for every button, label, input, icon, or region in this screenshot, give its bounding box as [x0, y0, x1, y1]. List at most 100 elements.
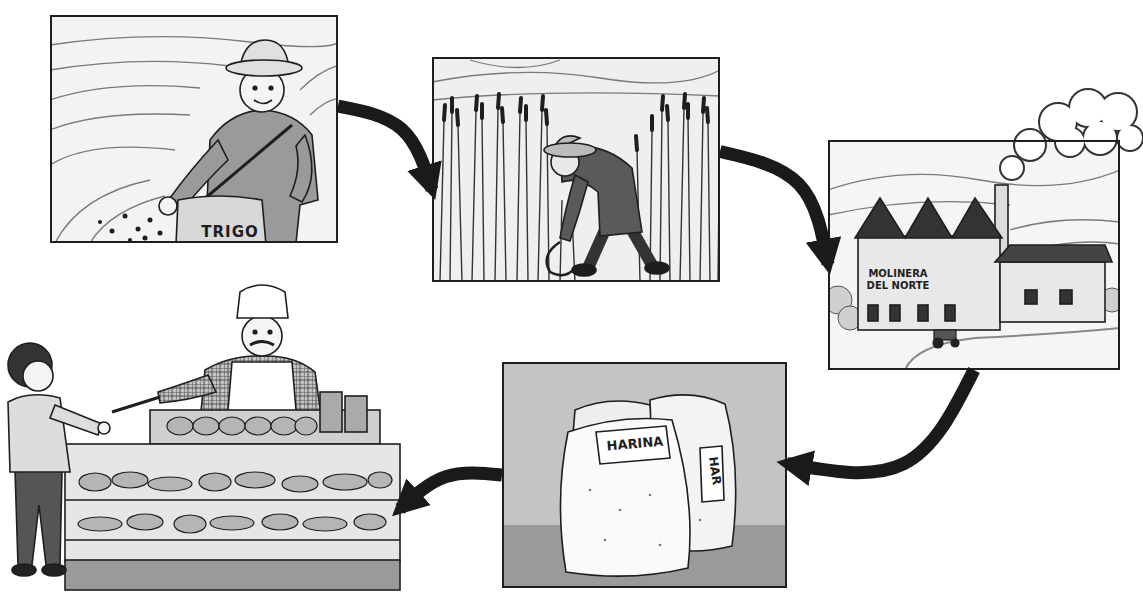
seeds	[158, 231, 163, 236]
child-figure	[42, 564, 66, 576]
factory-building	[868, 305, 878, 321]
child-figure	[50, 405, 102, 435]
seeds	[98, 220, 102, 224]
baker-figure	[250, 342, 274, 346]
sack-texture	[619, 509, 622, 512]
breads	[193, 417, 219, 435]
factory-building	[1000, 262, 1105, 322]
field-furrows	[310, 98, 338, 115]
breads	[245, 417, 271, 435]
farmer-figure	[226, 60, 302, 76]
mill-scene	[828, 140, 1120, 370]
smoke-cloud	[1118, 126, 1142, 150]
wheat-heads	[444, 94, 720, 150]
wheat-stalks	[440, 108, 720, 282]
sack-texture	[659, 544, 662, 547]
breads	[295, 417, 317, 435]
factory-building	[918, 305, 928, 321]
factory-building	[995, 245, 1112, 262]
bakery-counter	[65, 392, 400, 590]
harvester-figure	[645, 262, 669, 274]
sack-texture	[699, 519, 702, 522]
breads	[235, 472, 275, 488]
seeds	[110, 229, 115, 234]
sack-texture	[589, 489, 702, 547]
hills	[828, 170, 1120, 190]
tractor	[933, 330, 959, 348]
breads	[354, 514, 386, 530]
bakery-counter	[320, 392, 342, 432]
breads	[112, 472, 148, 488]
factory-building	[945, 305, 955, 321]
harvest-scene	[432, 57, 720, 282]
factory-building	[855, 185, 1112, 330]
bakery-counter	[65, 500, 400, 540]
hills	[828, 170, 1120, 250]
bakery-counter	[65, 560, 400, 590]
farmer-figure	[253, 86, 257, 90]
baker-figure	[112, 285, 322, 422]
factory-sign: MOLINERA DEL NORTE	[866, 268, 930, 291]
flour-sacks	[560, 419, 690, 577]
flour-sacks	[596, 426, 670, 464]
smoke-cloud	[1001, 90, 1142, 179]
baker-figure	[253, 330, 257, 334]
hills	[432, 70, 720, 83]
field-furrows	[90, 196, 165, 243]
field-furrows	[55, 180, 150, 243]
harvester-figure	[632, 230, 652, 265]
breads	[210, 516, 254, 530]
breads	[219, 417, 245, 435]
bag-label: TRIGO	[198, 224, 262, 241]
flour-panel: HARINAHAR	[502, 362, 787, 588]
child-figure	[98, 422, 110, 434]
hills	[432, 60, 720, 100]
smoke-cloud	[1056, 128, 1084, 156]
factory-building	[1060, 290, 1072, 304]
seeds	[143, 236, 148, 241]
seeds	[148, 218, 153, 223]
bakery-scene	[8, 285, 400, 590]
smoke-cloud	[1056, 128, 1084, 156]
road	[905, 328, 1120, 370]
farmer-figure	[254, 100, 272, 104]
hills	[470, 60, 560, 68]
field-furrows	[50, 86, 200, 100]
child-figure	[8, 343, 110, 576]
factory-building	[855, 198, 1002, 238]
flow-arrow	[787, 370, 974, 473]
baker-figure	[237, 285, 288, 318]
harvester-figure	[560, 175, 588, 241]
harvester-figure	[572, 264, 596, 276]
farmer-figure	[176, 196, 266, 243]
child-figure	[12, 564, 36, 576]
smoke-cloud	[1001, 157, 1023, 179]
factory-building	[890, 305, 900, 321]
bakery-counter	[345, 396, 367, 432]
hills	[1010, 220, 1120, 230]
mill-panel: MOLINERA DEL NORTE	[828, 140, 1120, 370]
breads	[262, 514, 298, 530]
sowing-scene	[50, 15, 338, 243]
smoke-cloud	[1015, 130, 1045, 160]
breads	[303, 517, 347, 531]
breads	[282, 476, 318, 492]
child-figure	[23, 361, 53, 391]
breads	[368, 472, 392, 488]
sack-texture	[604, 539, 607, 542]
harvester-figure	[547, 242, 575, 275]
farmer-figure	[290, 135, 312, 202]
baker-figure	[242, 316, 282, 356]
breads	[127, 514, 163, 530]
field-furrows	[50, 147, 175, 165]
seeds	[136, 227, 141, 232]
child-figure	[8, 395, 70, 472]
flow-arrow	[400, 473, 502, 509]
seeds	[98, 214, 163, 243]
field-furrows	[300, 65, 338, 90]
breads	[167, 417, 193, 435]
smoke-cloud	[1118, 126, 1142, 150]
